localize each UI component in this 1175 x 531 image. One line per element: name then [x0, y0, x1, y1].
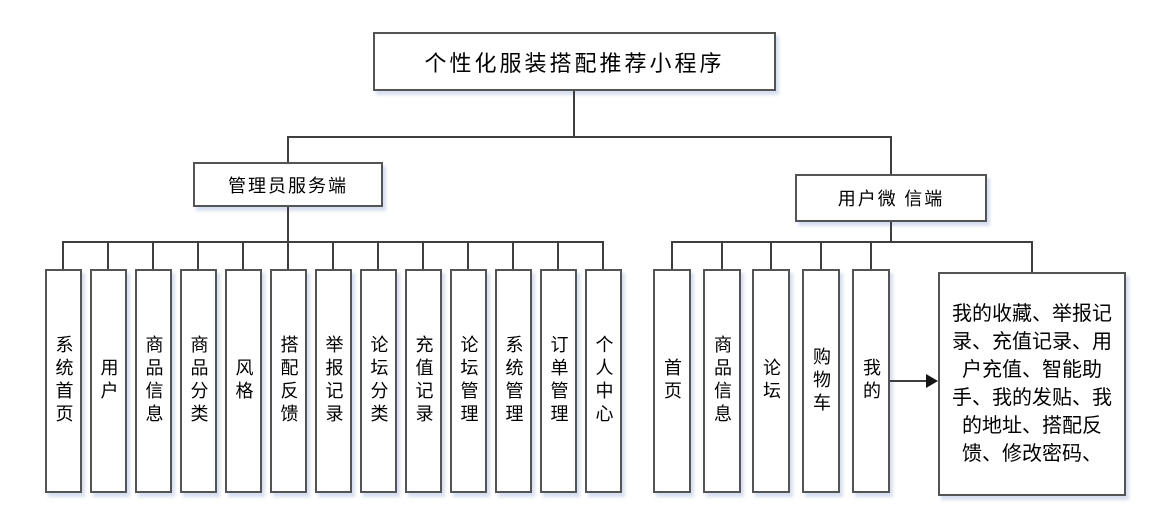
root-node: 个性化服装搭配推荐小程序	[373, 32, 776, 91]
user-leaf: 论坛	[752, 269, 790, 493]
leaf-label: 论坛管理	[458, 335, 479, 427]
connector-drop	[870, 241, 872, 269]
user-branch-node: 用户微 信端	[795, 174, 987, 222]
admin-leaf: 充值记录	[405, 269, 442, 493]
connector-admin-stem-top	[287, 136, 289, 162]
user-leaf: 我的	[852, 269, 890, 493]
user-leaf: 首页	[653, 269, 691, 493]
leaf-label: 充值记录	[413, 335, 434, 427]
leaf-label: 系统管理	[503, 335, 524, 427]
connector-admin-stem-bottom	[287, 207, 289, 243]
connector-drop	[512, 241, 514, 269]
leaf-label: 举报记录	[323, 335, 344, 427]
leaf-label: 我的	[861, 358, 881, 404]
connector-user-stem-top	[890, 136, 892, 174]
connector-drop	[242, 241, 244, 269]
admin-branch-label: 管理员服务端	[228, 175, 348, 196]
admin-branch-node: 管理员服务端	[193, 162, 383, 207]
leaf-label: 论坛分类	[368, 335, 389, 427]
arrow-head-icon	[926, 374, 938, 388]
connector-drop	[721, 241, 723, 269]
admin-leaf: 商品信息	[135, 269, 172, 493]
connector-drop	[62, 241, 64, 269]
connector-drop	[557, 241, 559, 269]
my-detail-node: 我的收藏、举报记录、充值记录、用户充值、智能助手、我的发贴、我的地址、搭配反馈、…	[938, 272, 1126, 496]
connector-drop	[770, 241, 772, 269]
connector-user-stem-bottom	[890, 222, 892, 243]
root-node-label: 个性化服装搭配推荐小程序	[424, 50, 725, 76]
leaf-label: 购物车	[811, 346, 831, 416]
admin-leaf: 用户	[90, 269, 127, 493]
leaf-label: 用户	[98, 358, 119, 404]
user-leaf: 商品信息	[703, 269, 741, 493]
admin-leaf: 商品分类	[180, 269, 217, 493]
connector-drop	[332, 241, 334, 269]
leaf-label: 商品分类	[188, 335, 209, 427]
leaf-label: 商品信息	[712, 335, 732, 427]
leaf-label: 风格	[233, 358, 254, 404]
admin-leaf: 个人中心	[585, 269, 622, 493]
connector-user-children-hline	[671, 241, 1033, 243]
connector-root-stem	[573, 91, 575, 136]
connector-drop	[602, 241, 604, 269]
user-branch-label: 用户微 信端	[837, 189, 945, 209]
leaf-label: 搭配反馈	[278, 335, 299, 427]
arrow-line	[890, 380, 926, 382]
connector-drop	[820, 241, 822, 269]
connector-drop	[422, 241, 424, 269]
leaf-label: 论坛	[761, 358, 781, 404]
leaf-label: 系统首页	[53, 335, 74, 427]
connector-drop	[287, 241, 289, 269]
leaf-label: 个人中心	[593, 335, 614, 427]
connector-drop	[197, 241, 199, 269]
admin-leaf: 订单管理	[540, 269, 577, 493]
admin-leaf: 系统首页	[45, 269, 82, 493]
admin-leaf: 搭配反馈	[270, 269, 307, 493]
admin-leaf: 举报记录	[315, 269, 352, 493]
connector-drop	[152, 241, 154, 269]
leaf-label: 商品信息	[143, 335, 164, 427]
connector-drop	[107, 241, 109, 269]
admin-leaf: 论坛分类	[360, 269, 397, 493]
leaf-label: 订单管理	[548, 335, 569, 427]
admin-leaf: 论坛管理	[450, 269, 487, 493]
admin-leaf: 系统管理	[495, 269, 532, 493]
connector-drop	[377, 241, 379, 269]
connector-level1-hline	[287, 136, 892, 138]
leaf-label: 首页	[662, 358, 682, 404]
connector-drop	[671, 241, 673, 269]
user-leaf: 购物车	[802, 269, 840, 493]
connector-detail-drop	[1031, 241, 1033, 273]
connector-drop	[467, 241, 469, 269]
admin-leaf: 风格	[225, 269, 262, 493]
my-detail-text: 我的收藏、举报记录、充值记录、用户充值、智能助手、我的发贴、我的地址、搭配反馈、…	[952, 303, 1112, 465]
